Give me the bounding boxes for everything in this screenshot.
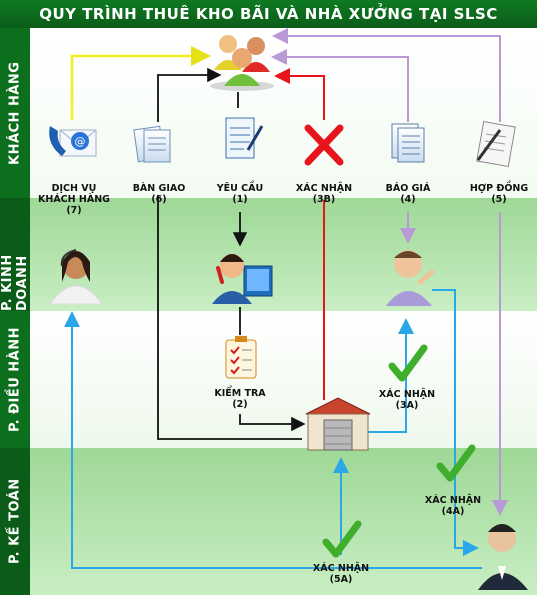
arrow-contract-to-customer [272,28,501,122]
check-icon-3a [388,344,428,382]
step-label-confirm-5a: XÁC NHẬN (5A) [306,563,376,585]
step-label-inspect: KIỂM TRA (2) [205,388,275,410]
sales-agent-icon [212,254,273,304]
step-text: XÁC NHẬN [424,495,482,506]
check-icon-4a [436,444,476,482]
step-number: (2) [232,399,248,410]
lane-band-accounting [0,448,30,595]
svg-text:@: @ [75,135,86,148]
step-number: (4A) [441,506,465,517]
step-text: YÊU CẦU [216,183,264,194]
step-number: (3B) [312,194,336,205]
step-number: (6) [151,194,167,205]
arrow-accountant-to-service [64,311,482,569]
request-form-icon [225,117,264,159]
step-number: (5A) [329,574,353,585]
step-label-quotation: BÁO GIÁ (4) [373,183,443,205]
accountant-icon [478,524,528,590]
customer-group-icon [210,35,274,91]
title-bar [0,0,537,28]
step-text: BÁO GIÁ [385,183,431,194]
step-text: XÁC NHẬN [295,183,353,194]
service-agent-icon [49,249,103,305]
step-label-confirm-4a: XÁC NHẬN (4A) [418,495,488,517]
arrow-quotation-to-customer [271,49,409,122]
page-title: QUY TRÌNH THUÊ KHO BÃI VÀ NHÀ XƯỞNG TẠI … [39,5,498,23]
arrow-warehouse-to-3a [366,318,414,433]
step-text: KHÁCH HÀNG [38,194,110,205]
arrow-sales-to-accountant [432,289,479,556]
step-number: (4) [400,194,416,205]
lane-band-operations [0,311,30,448]
lane-operations-bg [0,311,537,448]
reject-x-icon [304,124,344,166]
step-label-confirm-3a: XÁC NHẬN (3A) [372,389,442,411]
arrow-inspect-to-warehouse [239,414,306,432]
lane-band-customer [0,28,30,198]
step-label-handover: BÀN GIAO (6) [124,183,194,205]
step-label-customer-service: DỊCH VỤ KHÁCH HÀNG (7) [34,183,114,216]
step-number: (7) [66,205,82,216]
step-text: XÁC NHẬN [312,563,370,574]
step-text: KIỂM TRA [214,388,266,399]
documents-icon [133,125,171,163]
salesman-icon [386,250,435,306]
arrow-warehouse-to-handover [157,195,302,440]
step-number: (1) [232,194,248,205]
step-number: (5) [491,194,507,205]
step-number: (3A) [395,400,419,411]
lane-band-sales [0,198,30,311]
step-text: HỢP ĐỒNG [469,183,529,194]
step-text: BÀN GIAO [132,183,186,194]
price-list-icon [391,123,425,163]
arrow-service-to-customer [70,46,211,120]
check-icon-5a [322,520,362,558]
arrow-handover-to-customer [157,67,222,122]
arrow-reject-to-customer [274,68,325,120]
step-label-contract: HỢP ĐỒNG (5) [462,183,536,205]
warehouse-icon [305,397,371,451]
contract-icon [476,120,516,168]
step-text: XÁC NHẬN [378,389,436,400]
step-label-request: YÊU CẦU (1) [205,183,275,205]
phone-email-icon: @ [49,126,97,157]
checklist-icon [225,336,257,379]
step-text: DỊCH VỤ [51,183,97,194]
step-label-confirm-3b: XÁC NHẬN (3B) [289,183,359,205]
